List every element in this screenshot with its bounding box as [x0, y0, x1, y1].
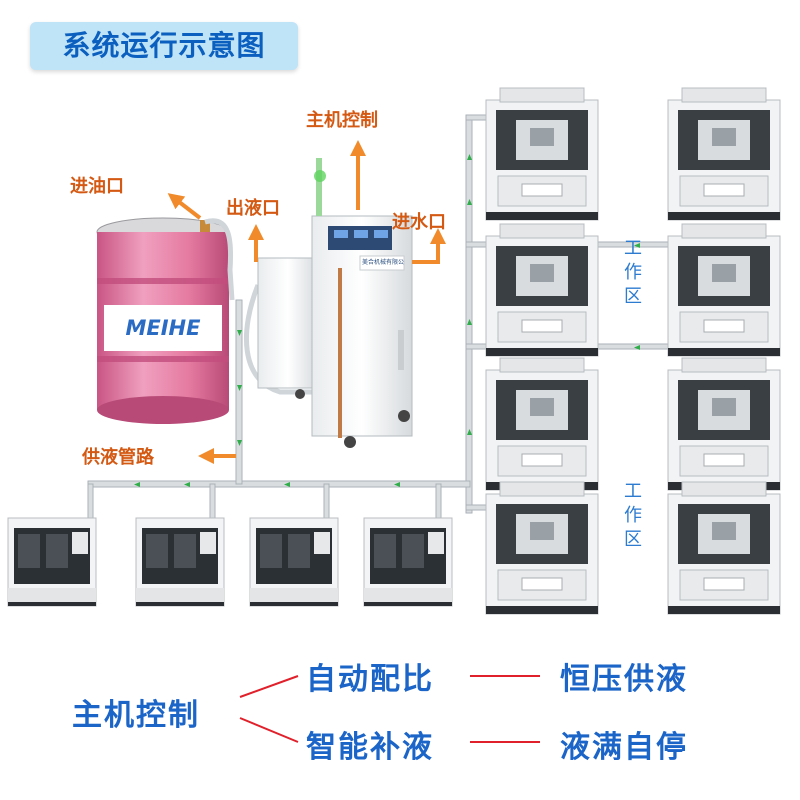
feature-auto-ratio: 自动配比	[306, 662, 434, 697]
main-mixing-machine	[257, 158, 413, 448]
work-zone-label-upper: 工 作 区	[622, 237, 644, 309]
cnc-row-bottom	[7, 517, 453, 607]
page-title: 系统运行示意图	[62, 29, 266, 62]
work-zone-char: 区	[624, 286, 642, 307]
title-banner: 系统运行示意图	[30, 22, 298, 70]
machine-brand-label: 美合机械有限公司	[362, 259, 404, 266]
work-zone-char: 工	[624, 238, 642, 259]
feature-full-stop: 液满自停	[560, 730, 688, 765]
callout-liquid-outlet: 出液口	[226, 198, 280, 219]
feature-constant-pressure: 恒压供液	[560, 662, 688, 697]
feature-main-control: 主机控制	[72, 698, 200, 733]
work-zone-char: 作	[624, 505, 642, 526]
work-zone-char: 作	[624, 262, 642, 283]
work-zone-char: 区	[624, 529, 642, 550]
callout-water-inlet: 进水口	[392, 212, 446, 233]
callout-oil-inlet: 进油口	[70, 176, 124, 197]
work-zone-label-lower: 工 作 区	[622, 480, 644, 552]
feature-connectors	[239, 675, 540, 743]
oil-drum	[96, 217, 230, 424]
work-zone-char: 工	[624, 481, 642, 502]
callout-supply-pipe: 供液管路	[82, 447, 154, 468]
drum-brand-label: MEIHE	[125, 316, 201, 340]
feature-smart-refill: 智能补液	[306, 730, 434, 765]
callout-host-control: 主机控制	[306, 110, 378, 131]
